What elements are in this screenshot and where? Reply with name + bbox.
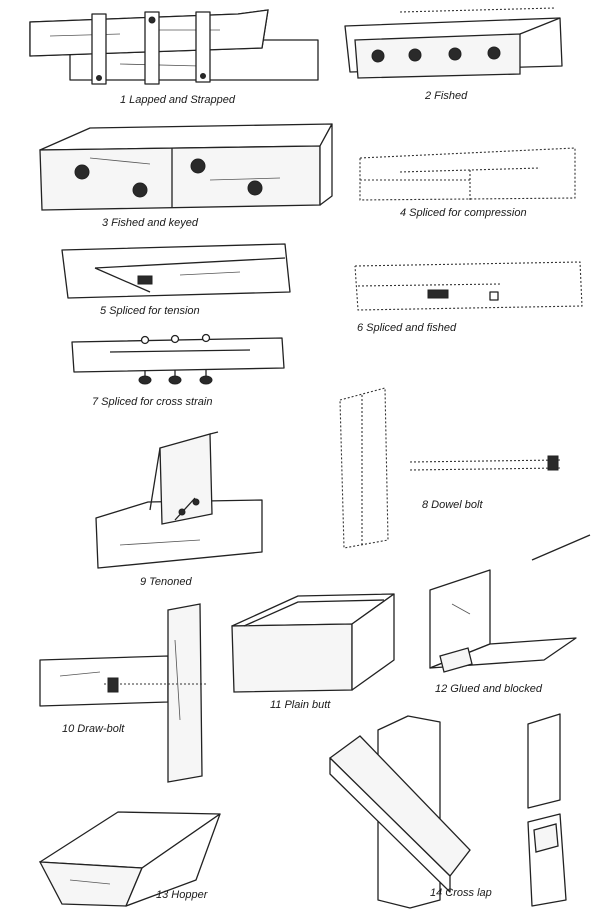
figure-9-tenoned: 9 Tenoned	[95, 431, 263, 588]
caption-fig-12: 12 Glued and blocked	[435, 683, 543, 695]
caption-fig-6: 6 Spliced and fished	[357, 322, 457, 334]
figure-14-cross-lap: 14 Cross lap	[328, 713, 567, 909]
figure-12-glued-and-blocked: 12 Glued and blocked	[429, 569, 577, 695]
caption-fig-1: 1 Lapped and Strapped	[120, 94, 236, 106]
figure-7-spliced-for-cross-strain: 7 Spliced for cross strain	[71, 333, 285, 408]
figure-2-fished: 2 Fished	[344, 7, 563, 102]
figure-10-draw-bolt: 10 Draw-bolt	[39, 603, 206, 783]
caption-fig-14: 14 Cross lap	[430, 887, 492, 899]
figure-1-lapped-and-strapped: 1 Lapped and Strapped	[29, 9, 319, 106]
figure-5-spliced-for-tension: 5 Spliced for tension	[61, 243, 291, 317]
figure-8-dowel-bolt: 8 Dowel bolt	[339, 387, 561, 549]
caption-fig-11: 11 Plain butt	[270, 699, 331, 711]
figure-6-spliced-and-fished: 6 Spliced and fished	[354, 261, 583, 334]
figure-3-fished-and-keyed: 3 Fished and keyed	[39, 123, 333, 229]
caption-fig-9: 9 Tenoned	[140, 576, 192, 588]
pencil-stroke	[531, 534, 591, 561]
caption-fig-8: 8 Dowel bolt	[422, 499, 483, 511]
caption-fig-5: 5 Spliced for tension	[100, 305, 200, 317]
figure-11-plain-butt: 11 Plain butt	[231, 593, 395, 711]
caption-fig-10: 10 Draw-bolt	[62, 723, 125, 735]
figure-13-hopper: 13 Hopper	[38, 811, 221, 907]
caption-fig-7: 7 Spliced for cross strain	[92, 396, 212, 408]
figure-4-spliced-for-compression: 4 Spliced for compression	[359, 147, 576, 219]
caption-fig-3: 3 Fished and keyed	[102, 217, 199, 229]
caption-fig-4: 4 Spliced for compression	[400, 207, 527, 219]
caption-fig-2: 2 Fished	[424, 90, 468, 102]
caption-fig-13: 13 Hopper	[156, 889, 209, 901]
